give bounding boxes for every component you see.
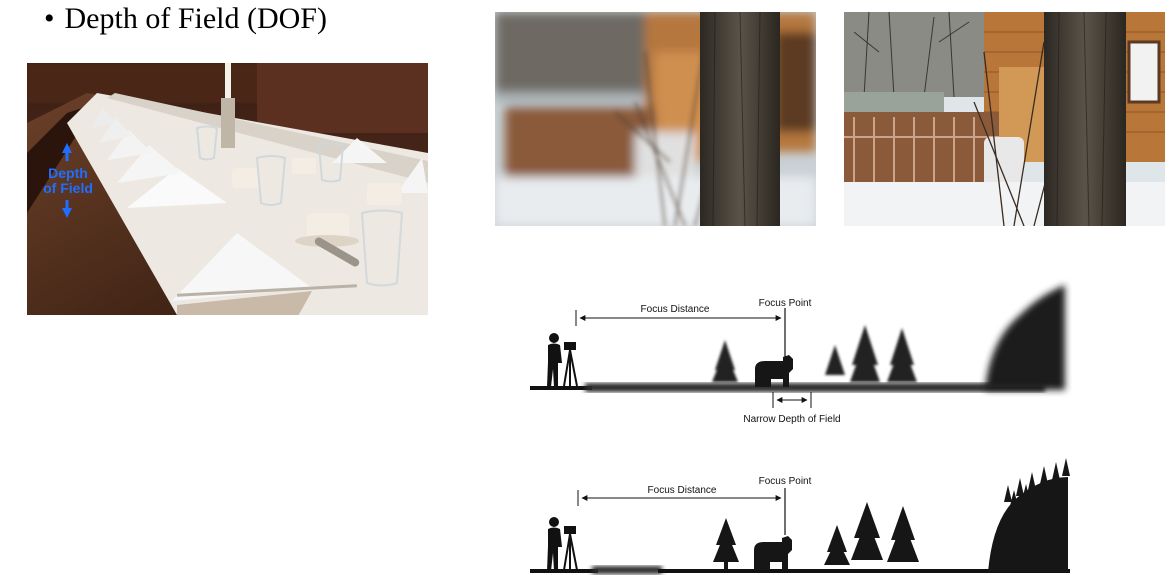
yard-photo-shallow-dof: [495, 12, 816, 226]
depth-arrows: [62, 143, 72, 218]
dof-overlay-line1: Depth: [48, 165, 88, 181]
bear-icon: [754, 536, 792, 570]
ground-blurred: [592, 566, 662, 574]
ground-sharp: [530, 569, 598, 573]
bear-icon: [755, 355, 793, 387]
slide-title: Depth of Field (DOF): [64, 2, 327, 35]
photographer-icon: [547, 517, 578, 571]
deep-dof-diagram: Focus Distance Focus Point: [530, 450, 1075, 575]
ground-sharp: [530, 386, 592, 390]
focus-point-label: Focus Point: [759, 298, 812, 309]
photographer-icon: [547, 333, 578, 387]
bullet-symbol: •: [44, 2, 55, 35]
hill: [988, 477, 1068, 572]
blurred-hill: [985, 285, 1065, 390]
narrow-dof-diagram: Focus Distance Focus Point Narrow Depth …: [530, 270, 1075, 430]
focus-distance-label: Focus Distance: [648, 485, 717, 496]
narrow-dof-label: Narrow Depth of Field: [743, 414, 840, 425]
focus-point-label: Focus Point: [759, 476, 812, 487]
dof-overlay-line2: of Field: [43, 180, 93, 196]
napkin: [172, 233, 312, 301]
ground-blurred: [585, 383, 1045, 392]
tree-trunk: [700, 12, 780, 226]
banquet-table-photo: Depth of Field: [27, 63, 428, 315]
slide-bullet: • Depth of Field (DOF): [44, 2, 327, 36]
focus-distance-label: Focus Distance: [641, 304, 710, 315]
yard-photo-deep-dof: [844, 12, 1165, 226]
